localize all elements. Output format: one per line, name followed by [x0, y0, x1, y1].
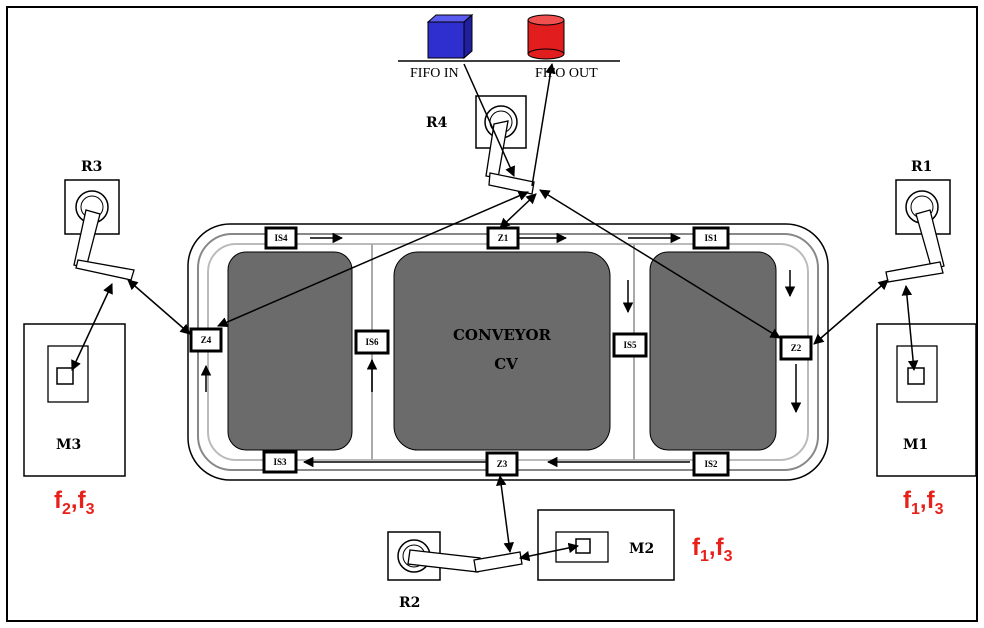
node-z4: Z4: [189, 327, 223, 353]
svg-text:Z4: Z4: [201, 335, 212, 345]
node-is1: IS1: [692, 226, 730, 250]
machine-m3: [23, 323, 126, 477]
machine-m3-functions: f2,f3: [54, 487, 95, 518]
svg-text:Z2: Z2: [791, 343, 802, 353]
svg-text:Z1: Z1: [498, 233, 509, 243]
machine-m2-label: M2: [629, 541, 654, 557]
svg-text:IS2: IS2: [704, 459, 718, 469]
robot-r1: [885, 179, 951, 283]
machine-m2-functions: f1,f3: [692, 534, 733, 565]
svg-text:IS1: IS1: [704, 233, 718, 243]
node-z2: Z2: [779, 335, 813, 361]
conveyor-label-line1: CONVEYOR: [453, 326, 552, 344]
svg-text:IS6: IS6: [365, 337, 379, 347]
fifo-out-cylinder: [527, 14, 565, 60]
fifo-out-label: FIFO OUT: [535, 66, 598, 81]
node-is5: IS5: [612, 332, 648, 358]
node-is3: IS3: [262, 450, 298, 474]
machine-m3-label: M3: [56, 437, 81, 453]
svg-text:Z3: Z3: [497, 459, 508, 469]
node-is2: IS2: [692, 451, 730, 477]
robot-r4-label: R4: [426, 115, 448, 131]
robot-r2: [387, 531, 523, 581]
machine-m1-functions: f1,f3: [903, 487, 944, 518]
robot-r2-label: R2: [399, 595, 420, 611]
machine-m1: [876, 323, 977, 477]
node-is6: IS6: [354, 329, 390, 355]
robot-r1-label: R1: [911, 159, 932, 175]
fifo-in-label: FIFO IN: [410, 66, 459, 81]
machine-m1-label: M1: [903, 437, 928, 453]
right-island: [649, 251, 777, 451]
svg-text:IS4: IS4: [274, 233, 288, 243]
conveyor-label-line2: CV: [494, 355, 518, 373]
conveyor-center-island: [393, 251, 611, 451]
left-island: [227, 251, 353, 451]
robot-r3-label: R3: [81, 159, 102, 175]
robot-r3: [64, 179, 135, 281]
transfer-arrows: [71, 62, 919, 562]
fifo-in-box: [426, 13, 474, 60]
node-is4: IS4: [264, 226, 298, 250]
node-z1: Z1: [486, 226, 520, 250]
svg-text:IS3: IS3: [273, 457, 287, 467]
svg-text:IS5: IS5: [623, 340, 637, 350]
node-z3: Z3: [485, 451, 519, 477]
